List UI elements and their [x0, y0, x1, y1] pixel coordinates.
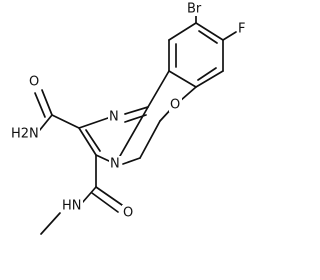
ether-oxygen-label: O [170, 98, 180, 113]
fluorine-label: F [238, 22, 245, 37]
bond-camide2-o [95, 186, 123, 206]
amide-oxygen-1-label: O [29, 75, 39, 90]
bond-c-f [222, 31, 237, 41]
bridge-nitrogen-label: N [110, 157, 120, 172]
bond-c5-c9 [147, 70, 170, 108]
bond-c9-n [124, 106, 149, 115]
bonds [34, 11, 237, 235]
bond-c2-c3 [78, 127, 97, 156]
bond-c2-camide [51, 114, 80, 129]
bond-ch2b-nbridge [122, 157, 141, 165]
bromine-label: Br [187, 2, 202, 17]
bond-c1-c2 [195, 22, 224, 41]
bond-aromatic-inner-2 [197, 67, 217, 81]
bond-c3-nbridge [95, 154, 110, 162]
atom-labels: Br F O N N H2N O HN O [10, 1, 249, 221]
bond-ch2a-ch2b [139, 120, 161, 159]
bond-camide2-o-double [91, 192, 119, 213]
bond-c3-c4 [195, 70, 224, 88]
bond-camide-o-double [34, 92, 46, 118]
amide-nh-label: HN [62, 199, 82, 214]
amide-oxygen-2-label: O [123, 206, 133, 221]
bond-c4-o [179, 86, 197, 102]
bond-camide-o [41, 89, 53, 116]
bond-nh-methyl [40, 212, 61, 235]
bond-c9-nbridge [115, 106, 149, 164]
bond-camide2-nh [81, 186, 97, 204]
bond-c2-c3-double [85, 129, 101, 152]
amine-nh2-label: H2N [11, 127, 39, 142]
bond-c6-c1 [168, 22, 197, 41]
bond-c4-c5 [168, 70, 197, 88]
bond-camide-n [38, 114, 53, 132]
bond-aromatic-inner-1 [198, 30, 218, 44]
imine-nitrogen-label: N [109, 110, 119, 125]
bond-n-c2 [78, 117, 109, 129]
structure-diagram: Br F O N N H2N O HN O [10, 1, 249, 235]
